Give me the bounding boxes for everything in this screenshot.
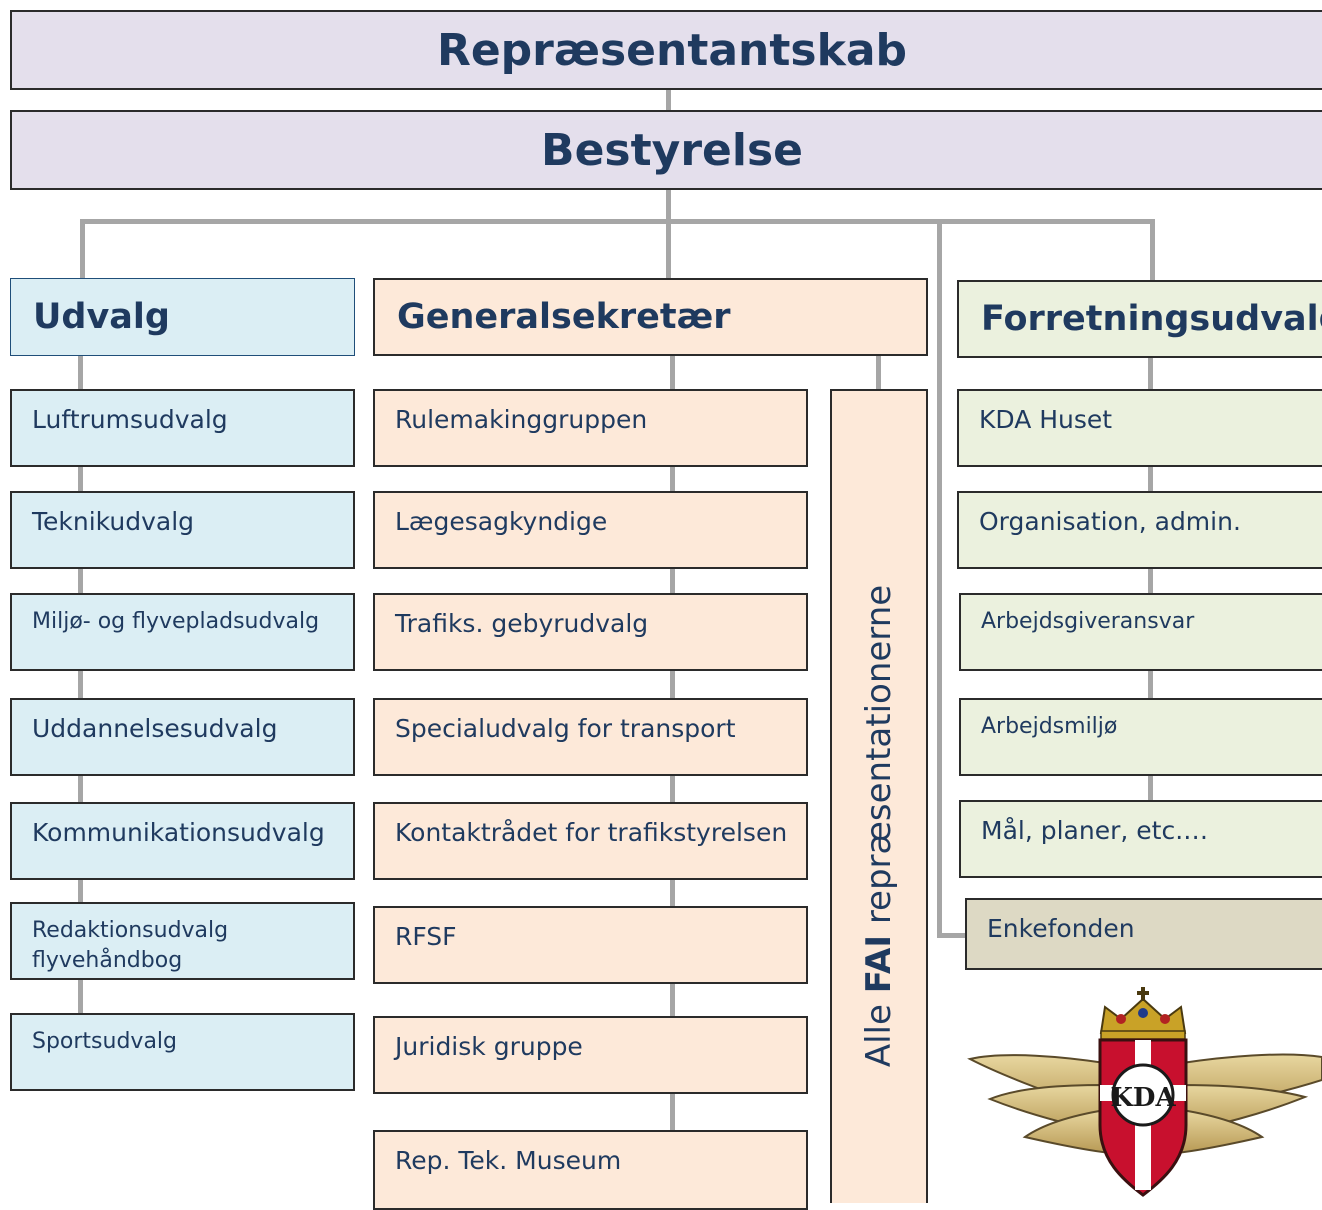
fu-item-label: Organisation, admin.: [979, 507, 1241, 536]
fai-suffix: repræsentationerne: [859, 584, 899, 935]
fu-item-kda-huset: KDA Huset: [957, 389, 1322, 467]
kda-logo-text: KDA: [1110, 1083, 1176, 1113]
fai-prefix: Alle: [859, 993, 899, 1068]
generalsekretaer-header-label: Generalsekretær: [397, 297, 731, 337]
connector-fai: [876, 355, 881, 391]
fu-item-arbejdsgiveransvar: Arbejdsgiveransvar: [959, 593, 1322, 671]
representantskab-title: Repræsentantskab: [436, 24, 908, 76]
connector-to-generalsekretaer: [666, 219, 671, 279]
enkefonden-label: Enkefonden: [987, 914, 1135, 943]
enkefonden-box: Enkefonden: [965, 898, 1322, 970]
gs-item-label: RFSF: [395, 922, 457, 951]
fu-item-label: Arbejdsmiljø: [981, 714, 1118, 739]
udvalg-item-sportsudvalg: Sportsudvalg: [10, 1013, 355, 1091]
connector-board-trunk: [666, 188, 671, 223]
gs-item-label: Rep. Tek. Museum: [395, 1146, 622, 1175]
udvalg-item-label: Kommunikationsudvalg: [32, 818, 325, 847]
udvalg-item-uddannelsesudvalg: Uddannelsesudvalg: [10, 698, 355, 776]
connector-to-forretningsudvalg: [1150, 219, 1155, 281]
gs-item-rfsf: RFSF: [373, 906, 808, 984]
udvalg-item-label: Luftrumsudvalg: [32, 405, 228, 434]
gs-item-laegesagkyndige: Lægesagkyndige: [373, 491, 808, 569]
fu-item-label: Arbejdsgiveransvar: [981, 609, 1195, 634]
gs-item-label: Juridisk gruppe: [395, 1032, 583, 1061]
udvalg-item-label: Teknikudvalg: [32, 507, 195, 536]
bestyrelse-title: Bestyrelse: [541, 124, 803, 176]
udvalg-item-label: Miljø- og flyvepladsudvalg: [32, 609, 320, 634]
forretningsudvalg-header: Forretningsudvalg: [957, 280, 1322, 358]
connector-top-board: [666, 88, 671, 112]
gs-item-specialudvalg-transport: Specialudvalg for transport: [373, 698, 808, 776]
connector-horizontal-bar: [80, 219, 1155, 224]
left-wing-icon: [967, 1054, 1112, 1155]
udvalg-item-miljoe-flyvepladsudvalg: Miljø- og flyvepladsudvalg: [10, 593, 355, 671]
crown-icon: [1099, 987, 1187, 1040]
connector-forretningsudvalg-column: [1148, 356, 1153, 801]
gs-item-rep-tek-museum: Rep. Tek. Museum: [373, 1130, 808, 1210]
gs-item-label: Specialudvalg for transport: [395, 714, 736, 743]
gs-item-label: Trafiks. gebyrudvalg: [395, 609, 649, 638]
representantskab-box: Repræsentantskab: [10, 10, 1322, 90]
bestyrelse-box: Bestyrelse: [10, 110, 1322, 190]
udvalg-header: Udvalg: [10, 278, 355, 356]
gs-item-juridisk-gruppe: Juridisk gruppe: [373, 1016, 808, 1094]
fu-item-maal-planer: Mål, planer, etc.…: [959, 800, 1322, 878]
gs-item-kontaktraadet: Kontaktrådet for trafikstyrelsen: [373, 802, 808, 880]
gs-item-label: Rulemakinggruppen: [395, 405, 648, 434]
fu-item-arbejdsmiljoe: Arbejdsmiljø: [959, 698, 1322, 776]
connector-to-udvalg: [80, 219, 85, 279]
udvalg-item-luftrumsudvalg: Luftrumsudvalg: [10, 389, 355, 467]
fai-representationer-label: Alle FAI repræsentationerne: [859, 585, 899, 1067]
udvalg-item-kommunikationsudvalg: Kommunikationsudvalg: [10, 802, 355, 880]
fu-item-label: KDA Huset: [979, 405, 1113, 434]
udvalg-item-teknikudvalg: Teknikudvalg: [10, 491, 355, 569]
fu-item-organisation-admin: Organisation, admin.: [957, 491, 1322, 569]
gs-item-label: Lægesagkyndige: [395, 507, 608, 536]
fai-representationer-box: [830, 389, 928, 1203]
udvalg-item-label: Sportsudvalg: [32, 1029, 178, 1054]
connector-udvalg-column: [78, 355, 83, 1015]
udvalg-item-label: Uddannelsesudvalg: [32, 714, 278, 743]
udvalg-item-label: Redaktionsudvalg flyvehåndbog: [32, 918, 229, 973]
forretningsudvalg-header-label: Forretningsudvalg: [981, 299, 1322, 339]
udvalg-item-redaktionsudvalg: Redaktionsudvalg flyvehåndbog: [10, 902, 355, 980]
connector-enkefonden-vertical: [937, 222, 942, 938]
kda-logo-icon: KDA: [967, 987, 1322, 1197]
fai-bold: FAI: [859, 934, 899, 994]
gs-item-rulemakinggruppen: Rulemakinggruppen: [373, 389, 808, 467]
generalsekretaer-header: Generalsekretær: [373, 278, 928, 356]
gs-item-label: Kontaktrådet for trafikstyrelsen: [395, 818, 788, 847]
gs-item-trafiks-gebyrudvalg: Trafiks. gebyrudvalg: [373, 593, 808, 671]
connector-enkefonden-horizontal: [937, 933, 967, 938]
fu-item-label: Mål, planer, etc.…: [981, 816, 1209, 845]
udvalg-header-label: Udvalg: [33, 297, 170, 337]
right-wing-icon: [1175, 1053, 1322, 1155]
